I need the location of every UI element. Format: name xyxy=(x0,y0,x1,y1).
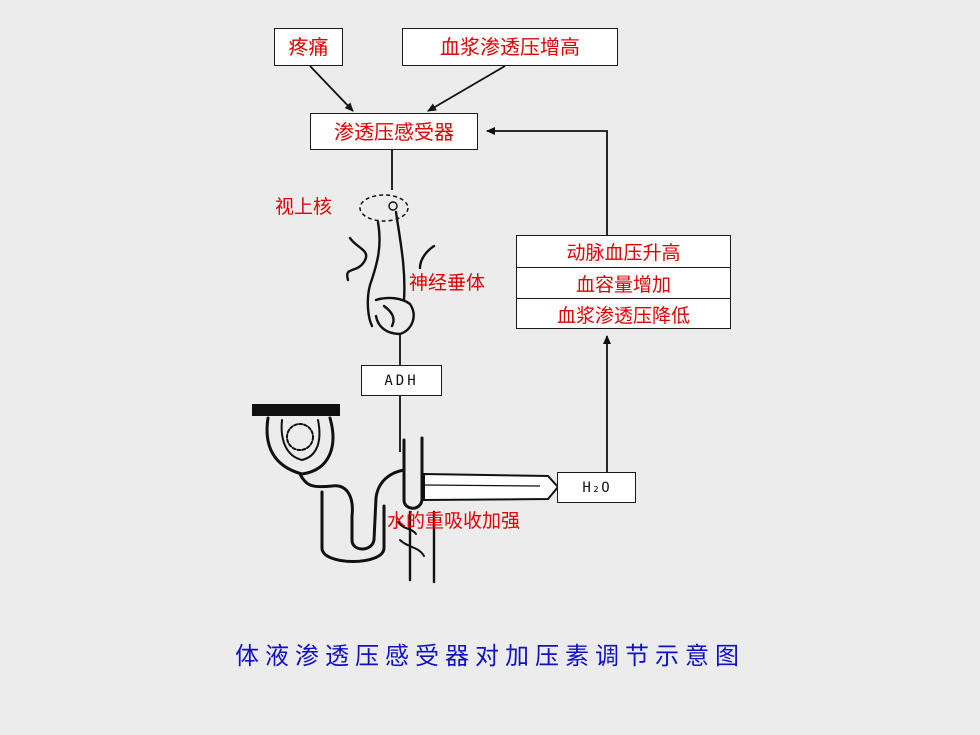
supraoptic-label: 视上核 xyxy=(275,196,333,218)
result-blood-pressure: 动脉血压升高 xyxy=(566,242,681,264)
nephron-sketch xyxy=(252,404,436,584)
pituitary-sketch xyxy=(346,210,436,336)
reabsorption-label: 水的重吸收加强 xyxy=(387,510,521,532)
water-box: H₂O xyxy=(557,472,636,503)
water-wedge xyxy=(423,472,560,502)
supraoptic-nucleus-shape xyxy=(359,194,409,222)
adh-box: ADH xyxy=(361,365,442,396)
neurohypophysis-label: 神经垂体 xyxy=(409,272,486,294)
arrow-osmo-to-receptor xyxy=(427,65,506,112)
result-plasma-osmo-down: 血浆渗透压降低 xyxy=(517,298,730,329)
nucleus-cell xyxy=(388,201,398,211)
osmoreceptor-box: 渗透压感受器 xyxy=(310,113,478,150)
plasma-osmo-up-box: 血浆渗透压增高 xyxy=(402,28,618,66)
diagram-caption: 体液渗透压感受器对加压素调节示意图 xyxy=(235,642,745,670)
arrow-results-to-receptor xyxy=(486,127,608,235)
arrow-pain-to-receptor xyxy=(309,65,354,112)
result-blood-volume: 血容量增加 xyxy=(517,267,730,298)
results-box: 动脉血压升高 血容量增加 血浆渗透压降低 xyxy=(516,235,731,329)
water-wedge-inner xyxy=(423,484,541,487)
pain-box: 疼痛 xyxy=(274,28,343,66)
